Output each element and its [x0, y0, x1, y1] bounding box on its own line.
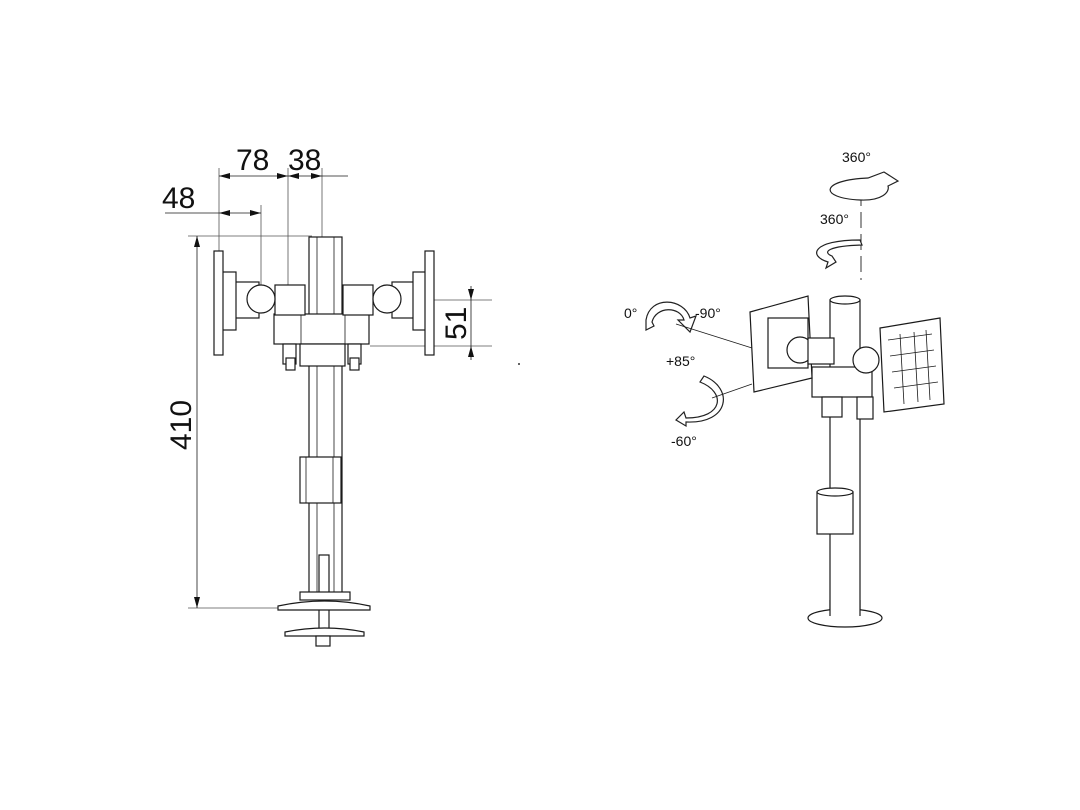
iso-hub: [811, 366, 874, 420]
front-right-arm: [342, 250, 435, 356]
iso-tilt-arrow: [675, 375, 724, 428]
angle-label-tilt-up: +85°: [666, 353, 695, 369]
front-left-arm: [213, 250, 306, 356]
label-clip-mask: [610, 300, 624, 324]
iso-right-plate: [852, 317, 945, 413]
angle-label-swivel-left: 0°: [624, 305, 637, 321]
dimension-label-38: 38: [288, 144, 321, 177]
iso-left-plate: [749, 295, 835, 393]
dimension-label-48: 48: [162, 182, 195, 215]
angle-label-pole-rotation: 360°: [842, 149, 871, 165]
angle-label-arm-rotation: 360°: [820, 211, 849, 227]
front-pole: [299, 236, 343, 598]
iso-pole: [816, 295, 861, 616]
dimension-label-410: 410: [165, 400, 198, 450]
iso-view: 360° 360° 0° -90° +85° -60°: [624, 149, 945, 628]
dimension-line-51: [468, 286, 474, 360]
dimension-line-48: [165, 210, 261, 216]
iso-rotation-arrow-top: [829, 171, 900, 201]
dimension-label-51: 51: [440, 307, 473, 340]
iso-base: [807, 600, 883, 628]
front-hub: [273, 313, 370, 371]
dimension-label-78: 78: [236, 144, 269, 177]
front-base: [277, 591, 371, 647]
angle-label-tilt-down: -60°: [671, 433, 697, 449]
dimension-line-410: [194, 236, 200, 608]
iso-rotation-arrow-mid: [816, 239, 863, 270]
angle-label-swivel-right: -90°: [695, 305, 721, 321]
iso-swivel-arrow: [645, 301, 698, 334]
dimension-line-top: [219, 173, 348, 179]
front-view: 78 38 48 410 51: [162, 144, 492, 647]
